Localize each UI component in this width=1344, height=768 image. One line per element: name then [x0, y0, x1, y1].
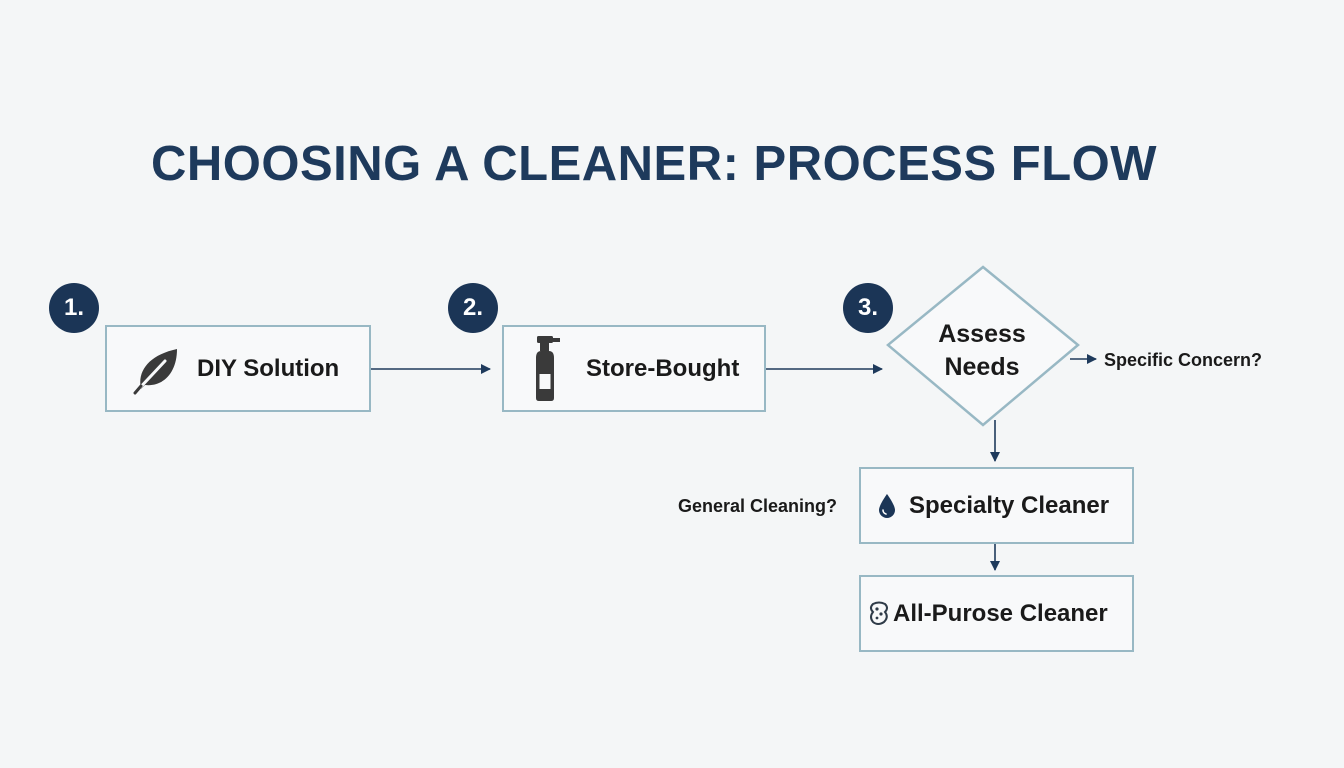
all-purpose-cleaner-label: All-Purose Cleaner [893, 599, 1108, 627]
step-3-badge: 3. [843, 283, 893, 333]
leaf-icon [131, 343, 183, 395]
step-2-badge: 2. [448, 283, 498, 333]
diy-solution-box[interactable]: DIY Solution [105, 325, 371, 412]
sponge-icon [867, 600, 891, 628]
decision-diamond [886, 265, 1080, 427]
diagram-title: CHOOSING A CLEANER: PROCESS FLOW [150, 137, 1157, 191]
step-1-badge: 1. [49, 283, 99, 333]
specialty-cleaner-label: Specialty Cleaner [909, 491, 1110, 519]
store-bought-label: Store-Bought [586, 354, 740, 382]
assess-needs-line2: Needs [944, 353, 1020, 381]
diy-solution-label: DIY Solution [197, 354, 340, 382]
assess-needs-label[interactable]: Assess Needs [887, 318, 1077, 384]
assess-needs-line1: Assess [938, 320, 1026, 348]
specific-concern-label: Specific Concern? [1104, 350, 1263, 370]
general-cleaning-label: General Cleaning? [678, 496, 838, 516]
store-bought-box[interactable]: Store-Bought [502, 325, 766, 412]
spray-bottle-icon [528, 334, 562, 404]
water-drop-icon [877, 492, 897, 520]
all-purpose-cleaner-box[interactable]: All-Purose Cleaner [859, 575, 1134, 652]
specialty-cleaner-box[interactable]: Specialty Cleaner [859, 467, 1134, 544]
